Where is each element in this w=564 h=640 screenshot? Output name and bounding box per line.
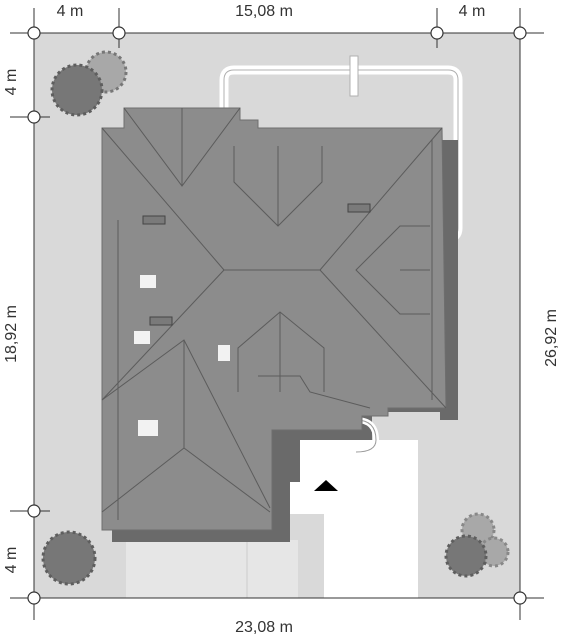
dim-left-bottom: 4 m — [3, 547, 20, 574]
driveway — [290, 440, 418, 514]
skylight — [140, 275, 156, 288]
entrance-arrow-icon — [314, 480, 338, 491]
roof-lines — [101, 107, 447, 520]
tree-icon — [444, 512, 510, 578]
skylight — [134, 331, 150, 344]
dim-top-right: 4 m — [459, 3, 486, 20]
dim-left-top: 4 m — [3, 69, 20, 96]
chimney — [347, 203, 371, 213]
entrance-path — [324, 512, 418, 598]
skylight — [138, 420, 158, 436]
dimension-markers — [27, 26, 527, 605]
dim-top-middle: 15,08 m — [235, 3, 293, 20]
skylight — [218, 345, 230, 361]
dim-right: 26,92 m — [543, 309, 560, 367]
garage-path — [248, 540, 298, 598]
dim-top-left: 4 m — [57, 3, 84, 20]
dim-left-middle: 18,92 m — [3, 305, 20, 363]
dim-bottom: 23,08 m — [235, 619, 293, 636]
tree-icon — [50, 50, 128, 117]
chimney — [142, 215, 166, 225]
tree-icon — [41, 530, 97, 586]
terrace-stair — [349, 55, 359, 97]
chimney — [149, 316, 173, 326]
side-path — [126, 540, 246, 598]
